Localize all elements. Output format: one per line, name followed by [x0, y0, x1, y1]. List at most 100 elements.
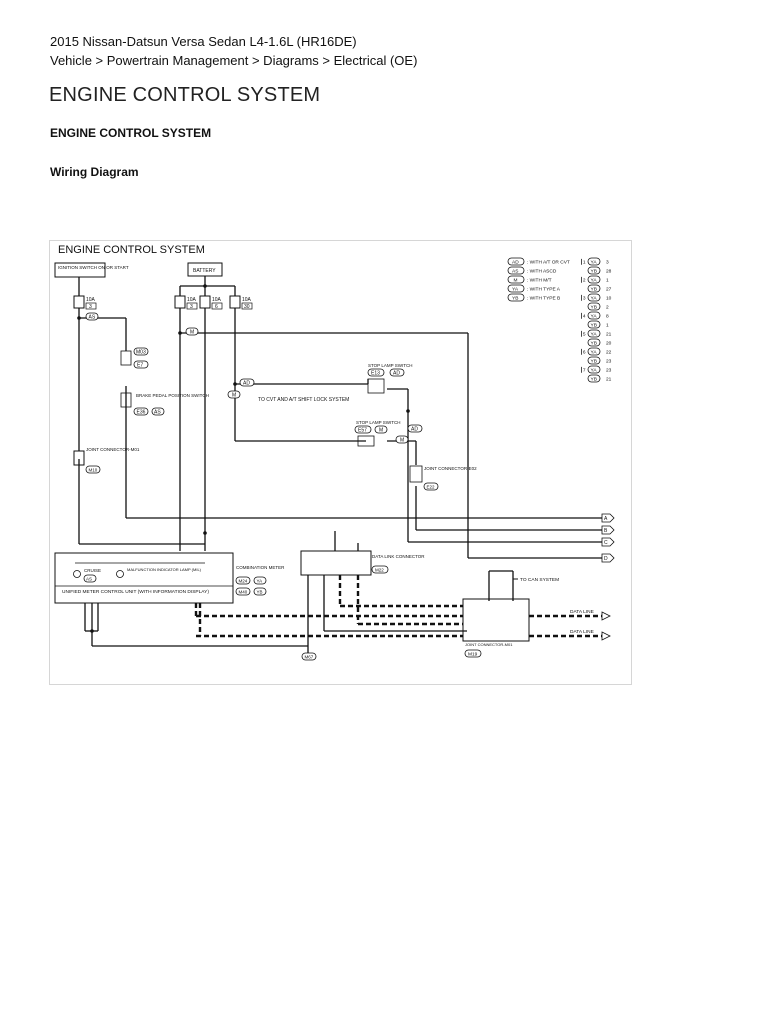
- ignition-switch-label: IGNITION SWITCH ON OR START: [58, 265, 129, 270]
- svg-text:YB: YB: [591, 323, 597, 329]
- code-m24: M24: [239, 579, 248, 584]
- fuse-label-1: 10A: [86, 297, 96, 303]
- joint-connector-m1-label: JOINT CONNECTOR-M01: [86, 447, 140, 452]
- svg-text:┃7: ┃7: [580, 367, 586, 374]
- ref-yb: YB: [257, 590, 263, 595]
- code-m10: M10: [89, 468, 98, 473]
- svg-text:: WITH TYPE A: : WITH TYPE A: [527, 287, 561, 293]
- code-e22: E22: [427, 485, 436, 490]
- fuse-num-3: 6: [215, 304, 218, 310]
- svg-text:YB: YB: [591, 269, 597, 275]
- svg-text:21: 21: [606, 377, 612, 383]
- legend: AD : WITH A/T OR CVT AS : WITH ASCD M : …: [507, 257, 570, 302]
- brake-pedal-switch-label: BRAKE PEDAL POSITION SWITCH: [136, 393, 209, 398]
- svg-text:YB: YB: [591, 287, 597, 293]
- svg-text:YA: YA: [591, 350, 598, 356]
- svg-text:YB: YB: [591, 359, 597, 365]
- fuse-num-4: 30: [244, 304, 250, 310]
- svg-text:YA: YA: [591, 278, 598, 284]
- fuse-num-1: 3: [89, 304, 92, 310]
- svg-text:YA: YA: [591, 260, 598, 266]
- svg-text:M: M: [232, 393, 236, 399]
- svg-text:AS: AS: [89, 315, 96, 321]
- out-letter-c: C: [604, 540, 608, 546]
- svg-text:3: 3: [606, 260, 609, 266]
- wiring-diagram-svg: ENGINE CONTROL SYSTEM IGNITION SWITCH ON…: [54, 244, 615, 661]
- svg-text:┃1: ┃1: [580, 259, 586, 266]
- out-letter-d: D: [604, 556, 608, 562]
- svg-text:┃3: ┃3: [580, 295, 586, 302]
- svg-text:23: 23: [606, 368, 612, 374]
- svg-text:YA: YA: [512, 287, 519, 293]
- svg-text:AS: AS: [154, 410, 161, 416]
- svg-text:AD: AD: [512, 260, 519, 266]
- code-m19: M19: [468, 652, 478, 658]
- svg-text:8: 8: [606, 314, 609, 320]
- svg-text:AD: AD: [393, 371, 400, 377]
- stop-lamp-switch-label-2: STOP LAMP SWITCH: [356, 420, 401, 425]
- combination-meter-label: COMBINATION METER: [236, 565, 285, 570]
- svg-text:YB: YB: [591, 377, 597, 383]
- stop-lamp-switch-label-1: STOP LAMP SWITCH: [368, 363, 413, 368]
- svg-text:1: 1: [606, 323, 609, 329]
- joint-connector-e02-label: JOINT CONNECTOR-E02: [424, 466, 477, 471]
- svg-text:┃4: ┃4: [580, 313, 586, 320]
- svg-text:┃5: ┃5: [580, 331, 586, 338]
- svg-text:AD: AD: [411, 427, 418, 433]
- fuse-num-2: 3: [190, 304, 193, 310]
- code-m67: M67: [305, 655, 314, 660]
- fuse-label-4: 10A: [242, 297, 252, 303]
- svg-text:YA: YA: [591, 332, 598, 338]
- svg-text:YB: YB: [591, 305, 597, 311]
- svg-text:M: M: [190, 330, 194, 336]
- svg-text:20: 20: [606, 341, 612, 347]
- svg-text:YA: YA: [591, 296, 598, 302]
- svg-text:AD: AD: [243, 381, 250, 387]
- battery-label: BATTERY: [193, 268, 216, 274]
- code-m03: M03: [136, 350, 146, 356]
- cruise-label: CRUISE: [84, 568, 101, 573]
- code-e13: E13: [371, 371, 380, 377]
- svg-text:28: 28: [606, 269, 612, 275]
- svg-text:YA: YA: [591, 314, 598, 320]
- svg-text:M: M: [379, 428, 383, 434]
- page-title: ENGINE CONTROL SYSTEM: [49, 84, 321, 106]
- svg-text:┃2: ┃2: [580, 277, 586, 284]
- vehicle-title: 2015 Nissan-Datsun Versa Sedan L4-1.6L (…: [50, 34, 357, 49]
- svg-text:AS: AS: [512, 269, 518, 275]
- joint-connector-m01b-label: JOINT CONNECTOR-M01: [465, 642, 513, 647]
- data-lines: [194, 575, 605, 638]
- code-m22: M22: [375, 568, 384, 573]
- svg-text:M: M: [400, 438, 404, 444]
- svg-text:: WITH A/T OR CVT: : WITH A/T OR CVT: [527, 260, 570, 266]
- data-link-connector-label: DATA LINK CONNECTOR: [372, 554, 425, 559]
- svg-text:: WITH M/T: : WITH M/T: [527, 278, 552, 284]
- to-cvt-label: TO CVT AND A/T SHIFT LOCK SYSTEM: [258, 397, 349, 403]
- mil-label: MALFUNCTION INDICATOR LAMP (MIL): [127, 567, 202, 572]
- subsection-title: Wiring Diagram: [50, 165, 139, 179]
- uvcu-label: UNIFIED METER CONTROL UNIT (WITH INFORMA…: [62, 589, 209, 595]
- svg-text:22: 22: [606, 350, 612, 356]
- svg-text:10: 10: [606, 296, 612, 302]
- svg-text:2: 2: [606, 305, 609, 311]
- svg-text:27: 27: [606, 287, 612, 293]
- svg-text:YB: YB: [512, 296, 518, 302]
- code-e57: E57: [358, 428, 367, 434]
- svg-text:YB: YB: [591, 341, 597, 347]
- out-letter-b: B: [604, 528, 608, 534]
- code-e7: E7: [137, 363, 143, 369]
- svg-text:┃6: ┃6: [580, 349, 586, 356]
- code-m40: M40: [239, 590, 248, 595]
- breadcrumb[interactable]: Vehicle > Powertrain Management > Diagra…: [50, 53, 418, 68]
- wiring-diagram[interactable]: ENGINE CONTROL SYSTEM IGNITION SWITCH ON…: [49, 240, 632, 685]
- code-e36: E36: [137, 410, 146, 416]
- svg-text:: WITH ASCD: : WITH ASCD: [527, 269, 557, 275]
- svg-text:1: 1: [606, 278, 609, 284]
- svg-text:M: M: [514, 278, 518, 284]
- data-line-label-2: DATA LINE: [570, 629, 594, 635]
- svg-text:AS: AS: [86, 577, 92, 582]
- pin-table: ┃1 YA 3 YB 28 ┃2 YA 1 YB 27 ┃3 YA 10 YB …: [580, 257, 612, 383]
- data-line-label-1: DATA LINE: [570, 609, 594, 615]
- to-can-label: TO CAN SYSTEM: [520, 577, 559, 583]
- svg-text:21: 21: [606, 332, 612, 338]
